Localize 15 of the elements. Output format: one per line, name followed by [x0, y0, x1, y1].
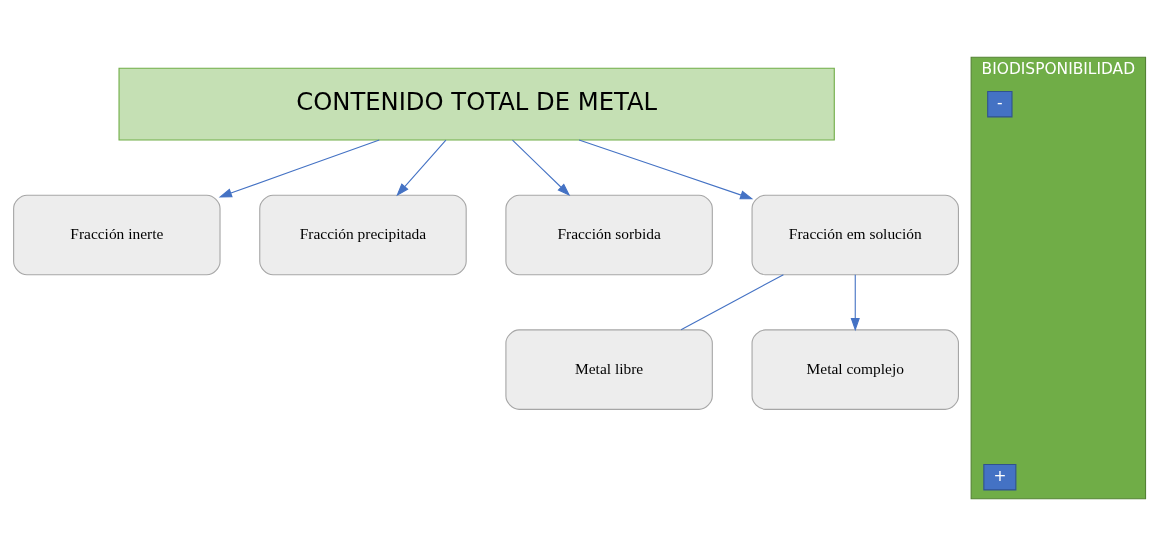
arrow — [395, 139, 446, 196]
arrow — [850, 273, 860, 331]
node-box: CONTENIDO TOTAL DE METAL — [118, 67, 835, 141]
node-box: Metal complejo — [751, 328, 959, 410]
node-box: Fracción precipitada — [258, 194, 467, 275]
node-box: + — [982, 463, 1016, 490]
node-box: Metal libre — [504, 328, 713, 410]
arrow — [578, 139, 753, 199]
node-box: - — [986, 90, 1013, 117]
connector — [680, 273, 784, 330]
arrow — [511, 139, 570, 196]
node-box: Fracción em solución — [751, 194, 959, 275]
node-box: Fracción sorbida — [504, 194, 713, 275]
node-box: Fracción inerte — [12, 194, 221, 275]
arrow — [218, 139, 380, 197]
